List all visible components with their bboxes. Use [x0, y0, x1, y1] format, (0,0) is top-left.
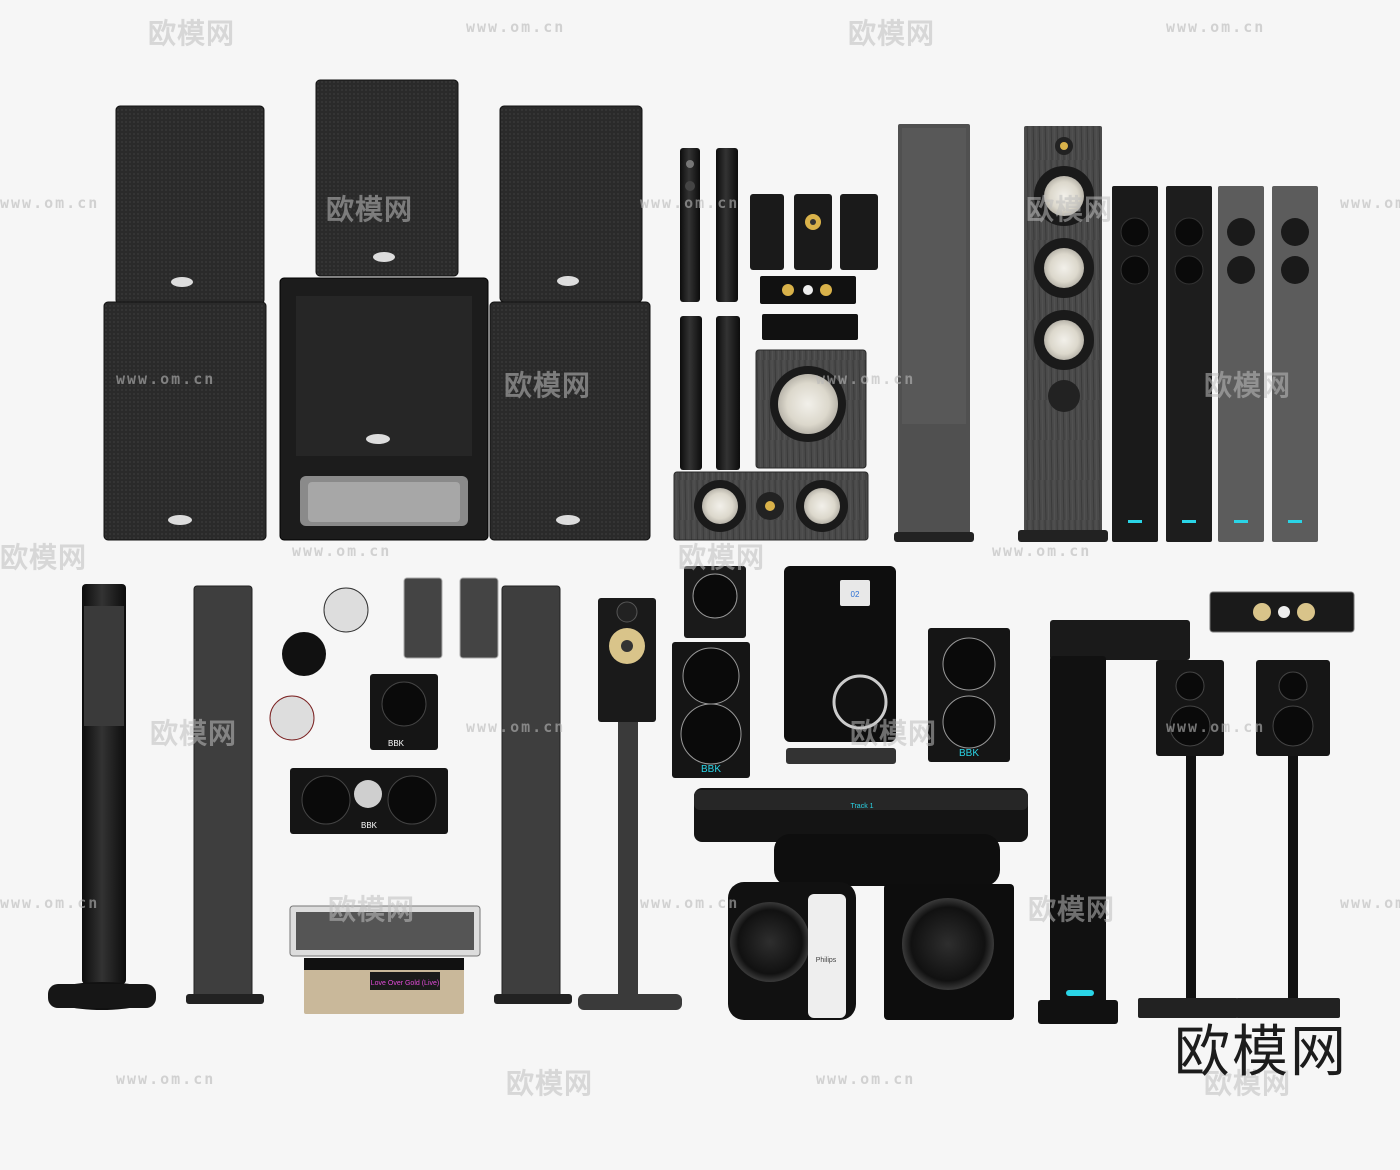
bbk-label-3: BBK [701, 764, 721, 775]
bbk-label-4: BBK [959, 748, 979, 759]
bottom-right-speakers [1038, 591, 1355, 1024]
philips-label: Philips [816, 957, 837, 964]
grille-towers [186, 585, 572, 1004]
small-items-center [269, 577, 499, 1014]
stand-monitor [578, 598, 682, 1010]
bbk-label-1: BBK [388, 739, 405, 748]
pillar-speaker [48, 584, 156, 1010]
satellite-speaker-set [673, 148, 878, 541]
tower-speakers-top [894, 124, 1318, 542]
brand-stamp: 欧模网 [1174, 1020, 1348, 1085]
soundbar-display: Track 1 [850, 803, 873, 810]
soundbar-system [694, 788, 1028, 1020]
receiver-display: Love Over Gold (Live) [371, 980, 439, 987]
bbk-label-2: BBK [361, 821, 378, 830]
bbk-set [672, 566, 1010, 778]
sub-display: 02 [851, 590, 860, 599]
pa-speaker-stack [103, 79, 651, 541]
